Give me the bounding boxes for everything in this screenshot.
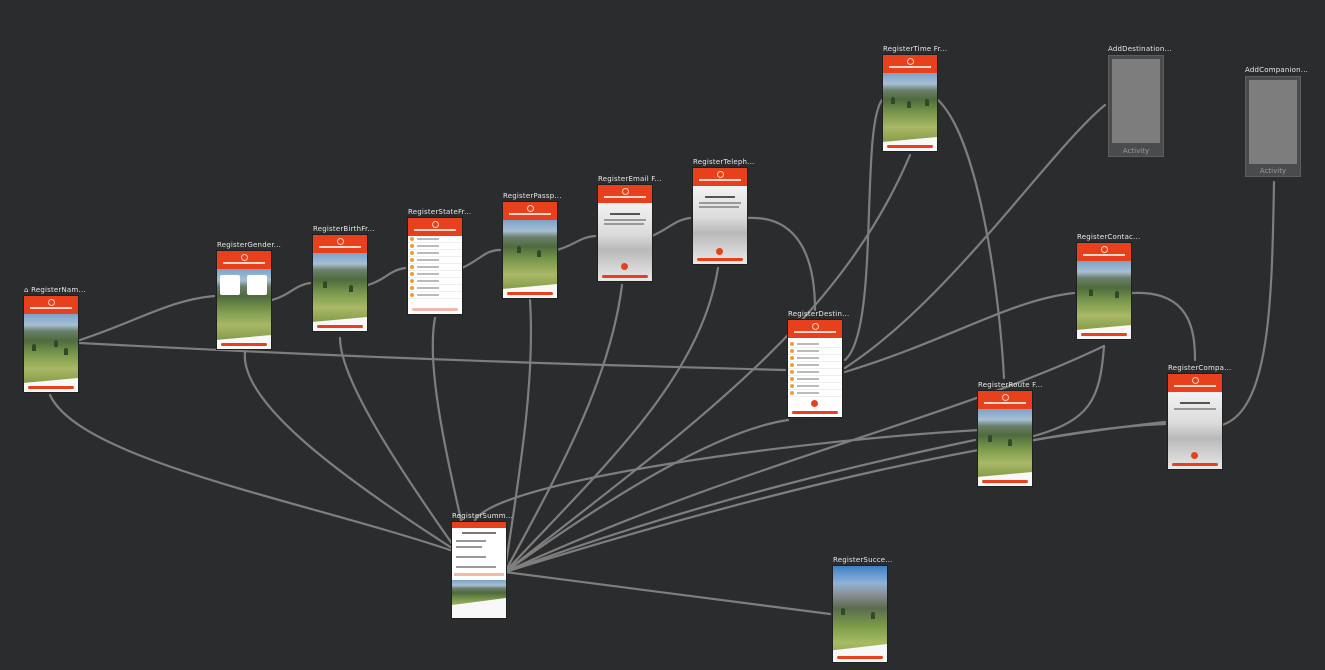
edge-summary-top [473, 428, 982, 522]
edge-summary-companion [503, 420, 1167, 574]
edge-route-companion [1032, 422, 1167, 442]
activity-label: Activity [1259, 167, 1287, 175]
destination-title: AddCompanion... [1245, 66, 1309, 74]
destination-title: RegisterSumm... [452, 512, 514, 520]
screen-preview [1168, 374, 1222, 469]
edge-destination-time [843, 98, 884, 362]
edge-summary-telephone [503, 266, 720, 574]
screen-preview [788, 320, 842, 417]
activity-label: Activity [1122, 147, 1150, 155]
edge-name-destination [78, 341, 787, 372]
screen-preview [24, 296, 78, 392]
edge-companion-addcomp [1220, 180, 1276, 427]
destination-title: RegisterCompa... [1168, 364, 1232, 372]
edge-destination-contact [843, 291, 1076, 374]
screen-preview [408, 218, 462, 314]
edge-summary-birth [338, 336, 462, 557]
destination-title: RegisterPassp... [503, 192, 562, 200]
edge-contact-companion [1130, 291, 1197, 362]
edge-summary-route [503, 438, 977, 574]
edge-email-telephone [650, 216, 692, 238]
screen-preview [883, 55, 937, 151]
destination-title: RegisterTeleph... [693, 158, 755, 166]
screen-preview [503, 202, 557, 298]
destination-title: RegisterDestin... [788, 310, 850, 318]
edge-summary-passport [503, 298, 533, 572]
edge-summary-success [503, 570, 832, 616]
destination-title: RegisterEmail F... [598, 175, 662, 183]
screen-preview [693, 168, 747, 264]
screen-preview [598, 185, 652, 281]
edge-summary-gender [243, 350, 457, 552]
destination-title: RegisterContac... [1077, 233, 1141, 241]
destination-title: ⌂ RegisterNam... [24, 286, 86, 294]
edge-state-passport [460, 248, 502, 270]
edge-passport-email [555, 234, 597, 252]
screen-preview [217, 251, 271, 349]
edge-gender-birth [270, 281, 312, 302]
screen-preview [1077, 243, 1131, 339]
edge-summary-destination [503, 418, 790, 574]
screen-preview [978, 391, 1032, 486]
edge-birth-state [366, 266, 407, 287]
edge-summary-email [503, 283, 624, 574]
screen-preview [313, 235, 367, 331]
destination-title: RegisterTime Fr... [883, 45, 948, 53]
destination-title: RegisterSucce... [833, 556, 893, 564]
destination-title: RegisterBirthFr... [313, 225, 375, 233]
edge-name-gender [78, 294, 216, 342]
destination-title: RegisterStateFr... [408, 208, 472, 216]
edge-summary-name [48, 393, 452, 552]
activity-placeholder: Activity [1245, 76, 1301, 177]
edge-telephone-destination [745, 216, 817, 312]
edge-time-route [936, 98, 1006, 380]
edge-route-contact [1032, 344, 1106, 438]
destination-title: RegisterRoute F... [978, 381, 1043, 389]
destination-title: RegisterGender... [217, 241, 282, 249]
screen-preview [833, 566, 887, 662]
activity-placeholder: Activity [1108, 55, 1164, 157]
screen-preview [452, 522, 506, 618]
destination-title: AddDestination... [1108, 45, 1172, 53]
